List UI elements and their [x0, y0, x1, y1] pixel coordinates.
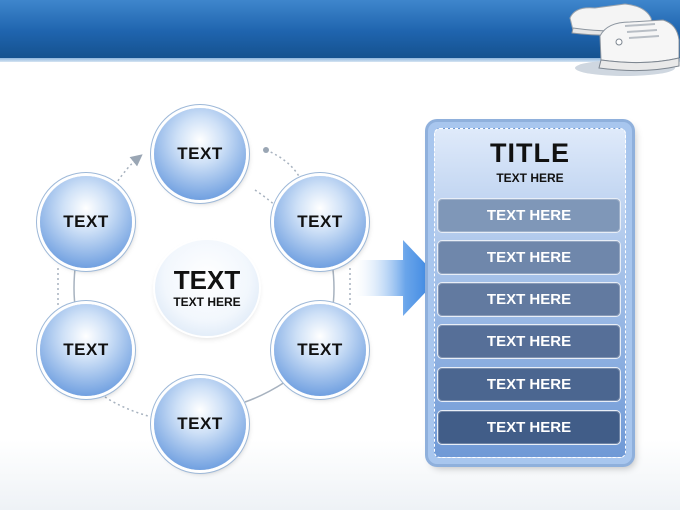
- node-label: TEXT: [297, 340, 343, 359]
- center-subtitle: TEXT HERE: [173, 295, 241, 309]
- panel-row: TEXT HERE: [437, 198, 621, 233]
- header-band: [0, 0, 680, 58]
- panel-row: TEXT HERE: [437, 367, 621, 402]
- panel-row: TEXT HERE: [437, 282, 621, 317]
- cycle-node-bottom: TEXT: [154, 378, 246, 470]
- panel-row: TEXT HERE: [437, 324, 621, 359]
- panel-title: TITLE: [490, 138, 570, 168]
- cycle-node-top: TEXT: [154, 108, 246, 200]
- panel-row: TEXT HERE: [437, 410, 621, 445]
- center-node: TEXT TEXT HERE: [155, 240, 259, 336]
- node-label: TEXT: [177, 414, 223, 433]
- panel-subtitle: TEXT HERE: [496, 171, 564, 185]
- node-label: TEXT: [63, 340, 109, 359]
- cycle-node-upper-left: TEXT: [40, 176, 132, 268]
- panel-row: TEXT HERE: [437, 240, 621, 275]
- cycle-node-upper-right: TEXT: [274, 176, 366, 268]
- node-label: TEXT: [63, 212, 109, 231]
- header-divider: [0, 58, 680, 62]
- node-label: TEXT: [177, 144, 223, 163]
- cycle-node-lower-left: TEXT: [40, 304, 132, 396]
- node-label: TEXT: [297, 212, 343, 231]
- cycle-node-lower-right: TEXT: [274, 304, 366, 396]
- title-panel: TITLE TEXT HERE TEXT HERE TEXT HERE TEXT…: [428, 122, 632, 464]
- center-title: TEXT: [173, 265, 241, 295]
- sneakers-image: [569, 3, 680, 76]
- right-arrow-icon: [355, 240, 439, 316]
